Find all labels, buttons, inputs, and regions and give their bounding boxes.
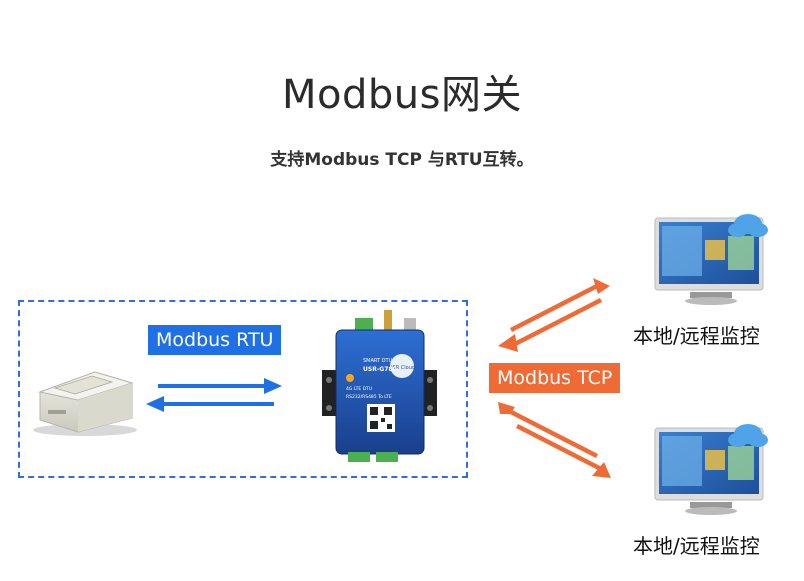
device-badge: USR Cloud — [389, 365, 415, 371]
local-network-box — [18, 300, 468, 478]
tcp-arrows-lower — [498, 402, 611, 478]
device-line2: USR-G780 — [363, 366, 397, 373]
tcp-arrows-upper — [498, 278, 610, 352]
rtu-arrows — [146, 378, 282, 412]
device-line3: 4G LTE DTU — [346, 386, 372, 392]
page-title: Modbus网关 — [282, 72, 522, 118]
gateway-device-icon: USR Cloud SMART DTU USR-G780 4G LTE DTU … — [322, 310, 437, 462]
monitor-caption: 本地/远程监控 — [633, 534, 760, 558]
page-subtitle: 支持Modbus TCP 与RTU互转。 — [270, 150, 534, 170]
device-line1: SMART DTU — [363, 358, 393, 364]
modbus-tcp-label: Modbus TCP — [489, 363, 621, 393]
device-line4: RS232/RS485 To LTE — [346, 394, 392, 400]
modbus-rtu-label: Modbus RTU — [148, 325, 282, 355]
printer-icon — [33, 371, 137, 436]
cloud-icon — [728, 424, 768, 447]
monitor-caption: 本地/远程监控 — [633, 324, 760, 348]
cloud-icon — [728, 214, 768, 237]
